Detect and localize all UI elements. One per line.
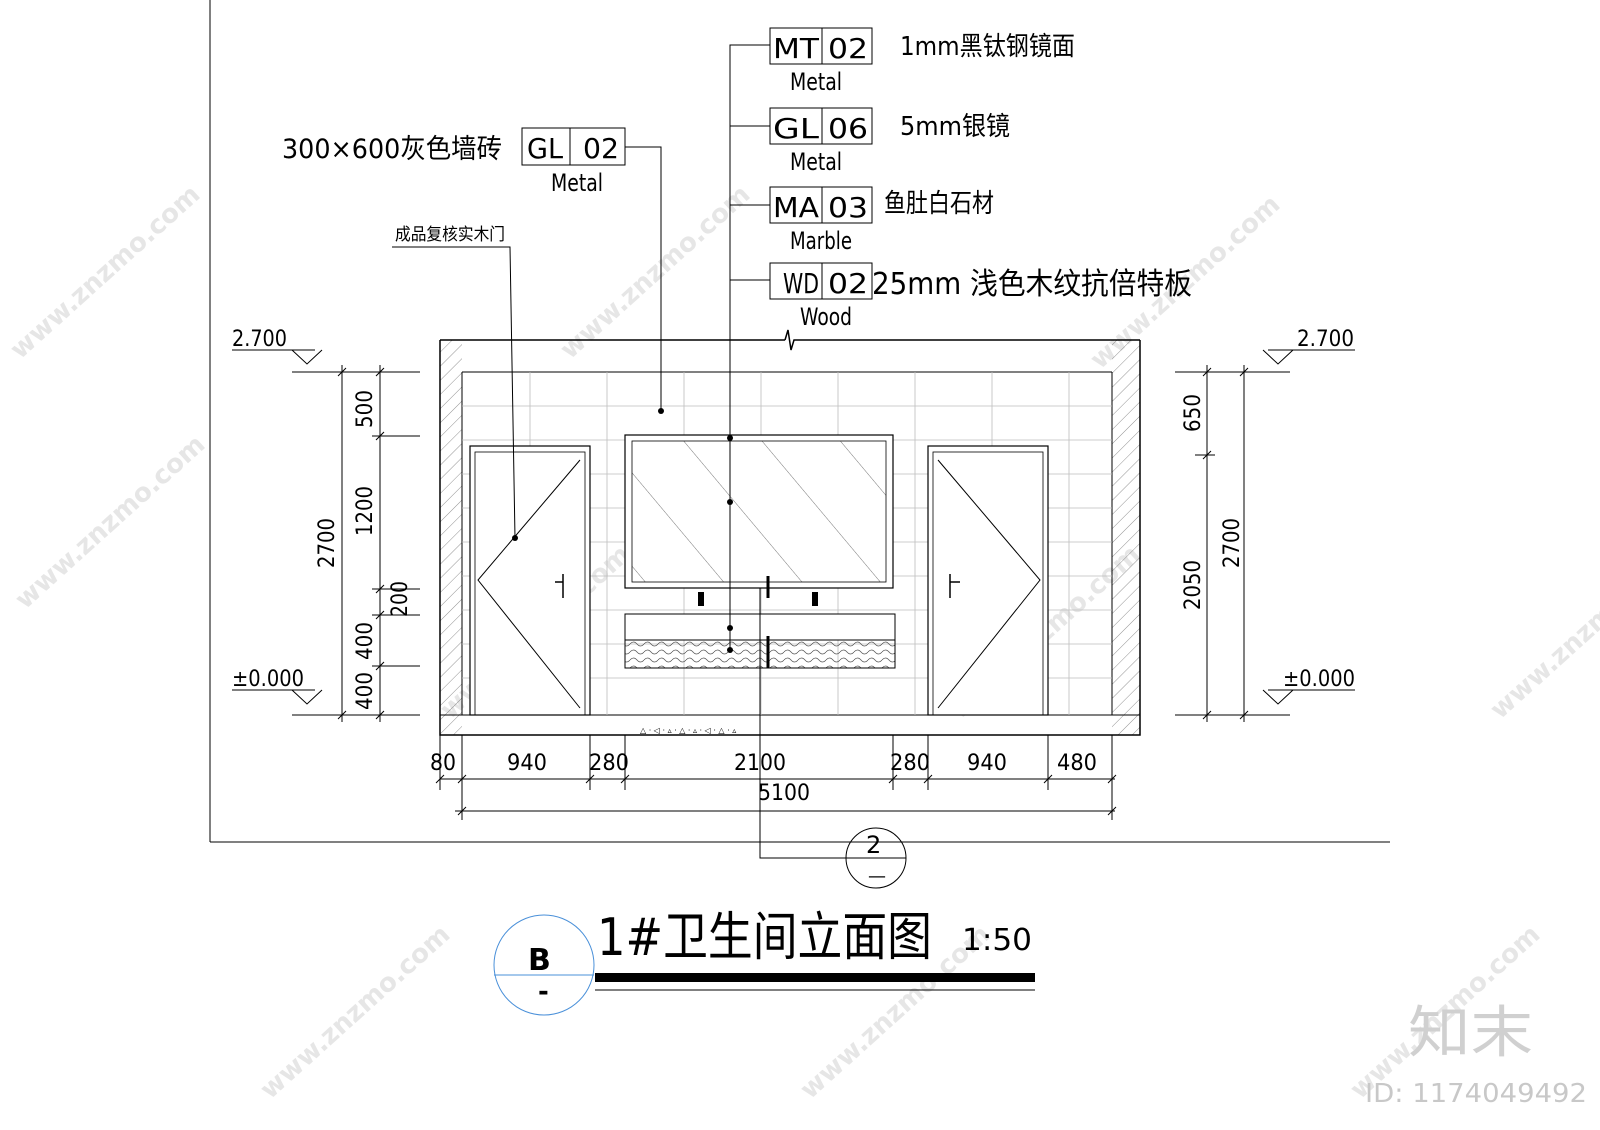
detail-mark: 2 —	[845, 827, 907, 889]
tag-code: MT	[773, 32, 820, 65]
dim-segment: 2050	[1181, 560, 1206, 610]
tag-material: Marble	[790, 227, 852, 255]
tag-code: GL	[527, 132, 563, 165]
section-sub: -	[538, 977, 549, 1007]
watermark-text: www.znzmo.com	[255, 919, 457, 1105]
dim-segment: 650	[1181, 394, 1206, 432]
dim-segment: 500	[353, 390, 378, 428]
image-id: ID: 1174049492	[1365, 1079, 1587, 1109]
tag-material: Metal	[790, 68, 842, 96]
wall-section: △ · ◁ · ▵ · △ · ▵ · ◁ · △ · ▵	[439, 329, 1141, 736]
material-tag: GL 06 Metal 5mm银镜	[769, 107, 1010, 176]
dim-segment: 400	[353, 672, 378, 710]
tag-description: 25mm 浅色木纹抗倍特板	[872, 267, 1192, 302]
dim-segment: 280	[589, 751, 629, 776]
tag-description: 鱼肚白石材	[884, 189, 994, 219]
tag-material: Wood	[800, 303, 852, 331]
dimension-right: 650 2050 2700	[1181, 365, 1249, 722]
section-letter: B	[528, 943, 551, 978]
sheet-frame	[209, 0, 1390, 843]
right-door	[927, 445, 1049, 716]
tag-number: 02	[828, 32, 868, 65]
dim-total-right: 2700	[1220, 518, 1245, 568]
leader-lines	[392, 44, 870, 859]
detail-sub: —	[868, 866, 886, 887]
dim-segment: 940	[967, 751, 1007, 776]
tag-number: 06	[828, 112, 868, 145]
tag-description: 300×600灰色墙砖	[282, 134, 502, 165]
dim-segment: 940	[507, 751, 547, 776]
drawing-title: 1#卫生间立面图	[597, 908, 932, 968]
brand-logo-text: 知末	[1408, 1001, 1533, 1066]
tag-number: 03	[828, 191, 868, 224]
tag-material: Metal	[790, 148, 842, 176]
level-top-left: 2.700	[232, 327, 287, 352]
dim-segment: 2100	[734, 751, 786, 776]
material-tag: MT 02 Metal 1mm黑钛钢镜面	[769, 27, 1075, 96]
svg-text:△ · ◁ · ▵ · △ · ▵ · ◁ · △ · ▵: △ · ◁ · ▵ · △ · ▵ · ◁ · △ · ▵	[640, 726, 736, 735]
tag-code: MA	[773, 191, 819, 224]
material-tag: MA 03 Marble 鱼肚白石材	[769, 186, 994, 255]
drawing-scale: 1:50	[962, 923, 1032, 958]
watermark-text: www.znzmo.com	[10, 429, 212, 615]
level-markers: 2.700 ±0.000 2.700 ±0.000	[232, 327, 1355, 716]
tag-code: GL	[773, 112, 819, 145]
tag-description: 5mm银镜	[900, 112, 1010, 142]
dimension-bottom: 80 940 280 2100 280 940 480 5100	[430, 735, 1117, 820]
dimension-left: 2700 500 1200 200 400 400	[315, 365, 420, 722]
material-tag: GL 02 Metal 300×600灰色墙砖	[282, 127, 626, 197]
dim-segment: 200	[388, 581, 413, 617]
tag-number: 02	[828, 267, 868, 300]
mirror	[624, 434, 894, 589]
dim-segment: 1200	[353, 486, 378, 536]
dim-segment: 80	[430, 751, 456, 776]
material-tag: WD 02 Wood 25mm 浅色木纹抗倍特板	[769, 262, 1192, 331]
door-note: 成品复核实木门	[395, 225, 505, 245]
dim-total-bottom: 5100	[758, 781, 810, 806]
level-base-left: ±0.000	[232, 667, 304, 692]
dim-segment: 480	[1057, 751, 1097, 776]
level-top-right: 2.700	[1297, 327, 1354, 352]
tag-code: WD	[783, 267, 819, 300]
tag-description: 1mm黑钛钢镜面	[900, 32, 1075, 62]
tag-material: Metal	[551, 169, 603, 197]
brand-watermark: 知末 ID: 1174049492	[1365, 1001, 1587, 1109]
watermark-text: www.znzmo.com	[555, 179, 757, 365]
watermark-text: www.znzmo.com	[5, 179, 207, 365]
level-base-right: ±0.000	[1283, 667, 1355, 692]
tag-number: 02	[583, 132, 619, 165]
left-door	[469, 445, 591, 716]
dim-segment: 400	[353, 622, 378, 660]
detail-number: 2	[866, 831, 881, 859]
dim-total-left: 2700	[315, 518, 340, 568]
watermark-text: www.znzmo.com	[1485, 539, 1600, 725]
drawing-title-block: B - 1#卫生间立面图 1:50	[493, 908, 1035, 1016]
dim-segment: 280	[890, 751, 930, 776]
